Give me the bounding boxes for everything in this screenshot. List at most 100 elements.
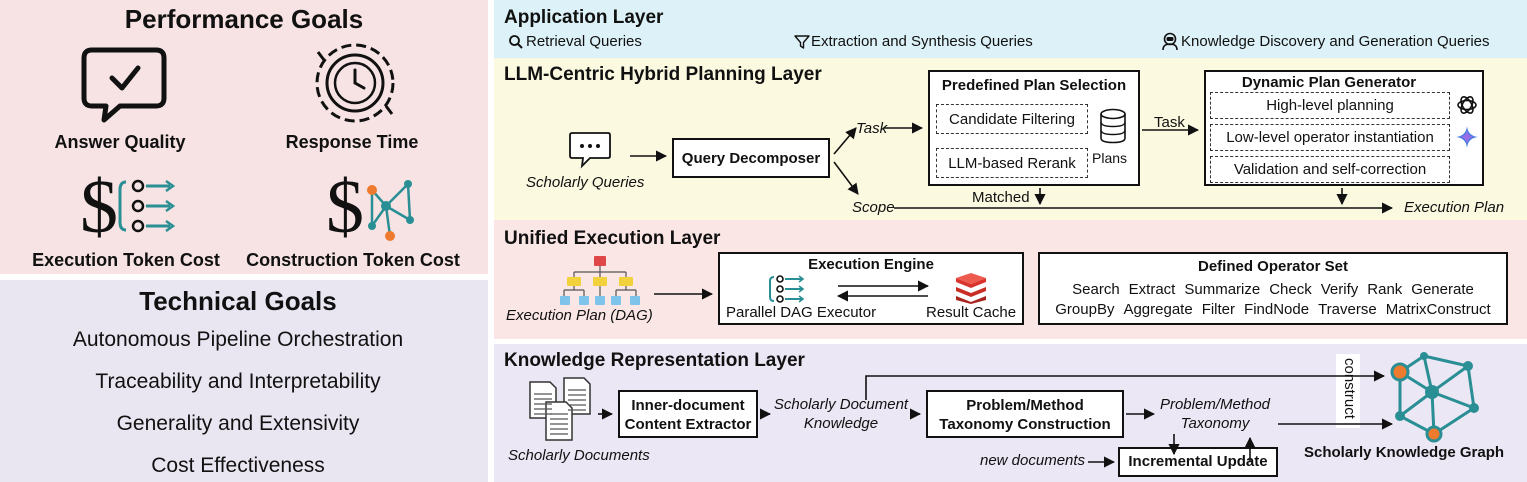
openai-logo-icon [1457,96,1477,114]
plans-label: Plans [1092,150,1128,166]
operator-item: Search [1072,281,1120,298]
technical-goals-title: Technical Goals [139,286,337,316]
operator-item: Aggregate [1123,301,1193,318]
predefined-plan-selection-box: Predefined Plan Selection Candidate Filt… [928,70,1140,186]
application-layer-panel: Application Layer Retrieval Queries Extr… [494,0,1527,58]
execution-connectors [654,288,714,300]
funnel-icon [794,35,810,49]
planning-layer-title: LLM-Centric Hybrid Planning Layer [504,64,822,85]
chat-bubble-icon [569,132,611,169]
knowledge-graph-icon [1390,352,1479,443]
extraction-synthesis-queries-label: Extraction and Synthesis Queries [811,33,1033,50]
result-cache-label: Result Cache [926,304,1017,321]
matched-label: Matched [972,189,1030,206]
taxonomy-text: Problem/Method Taxonomy [1150,395,1280,433]
content-extractor-line1: Inner-document [631,397,745,414]
operator-item: MatrixConstruct [1385,301,1491,318]
doc-knowledge-text: Scholarly Document Knowledge [766,395,916,433]
predefined-plan-title: Predefined Plan Selection [941,77,1127,94]
execution-engine-title: Execution Engine [808,256,934,273]
query-decomposer-box: Query Decomposer [672,138,830,178]
execution-layer-panel: Unified Execution Layer Execution Plan (… [494,220,1527,339]
llm-rerank-label: LLM-based Rerank [948,154,1076,172]
database-icon [1100,108,1126,144]
incremental-update-label: Incremental Update [1128,453,1268,470]
validation-label: Validation and self-correction [1233,161,1427,178]
taxonomy-construction-box: Problem/Method Taxonomy Construction [926,390,1124,438]
parallel-dag-executor-label: Parallel DAG Executor [726,304,877,321]
cache-stack-icon [956,273,986,304]
dynamic-plan-title: Dynamic Plan Generator [1241,74,1417,91]
llm-rerank-box: LLM-based Rerank [936,148,1088,178]
magnifier-icon [509,35,523,49]
documents-icon [529,377,591,441]
scholarly-queries-label: Scholarly Queries [526,174,645,191]
engine-arrows [836,280,930,302]
operator-item: Verify [1320,281,1359,298]
technical-goal-item: Cost Effectiveness [151,454,325,477]
technical-goal-item: Autonomous Pipeline Orchestration [72,328,404,351]
dynamic-plan-generator-box: Dynamic Plan Generator High-level planni… [1204,70,1484,186]
answer-quality-label: Answer Quality [54,132,186,152]
planning-connectors [630,122,1394,214]
query-decomposer-label: Query Decomposer [681,149,821,167]
taxonomy-construction-line2: Taxonomy Construction [939,416,1111,433]
task-label: Task [856,120,888,137]
construction-token-cost-label: Construction Token Cost [246,250,460,270]
knowledge-layer-title: Knowledge Representation Layer [504,350,805,371]
execution-token-cost-label: Execution Token Cost [32,250,220,270]
dollar-network-icon: $ [326,165,414,249]
candidate-filtering-label: Candidate Filtering [949,110,1075,128]
low-level-operator-box: Low-level operator instantiation [1210,124,1450,151]
operator-row-2: GroupBy Aggregate Filter FindNode Traver… [1040,301,1506,318]
knowledge-graph-label: Scholarly Knowledge Graph [1304,444,1505,461]
application-layer-title: Application Layer [504,7,664,28]
operator-row-1: Search Extract Summarize Check Verify Ra… [1040,281,1506,298]
operator-set-title: Defined Operator Set [1197,258,1349,275]
incremental-update-box: Incremental Update [1118,447,1278,477]
speech-check-icon [81,47,167,123]
knowledge-layer-panel: Knowledge Representation Layer Scholarly… [494,344,1527,482]
operator-item: Extract [1128,281,1176,298]
operator-item: Rank [1367,281,1403,298]
construct-label-box: construct [1336,354,1360,428]
technical-goal-item: Traceability and Interpretability [95,370,381,393]
doc-knowledge-line1: Scholarly Document [773,396,909,413]
response-time-label: Response Time [285,132,419,152]
dollar-flow-icon: $ [80,165,176,249]
knowledge-connectors [598,370,1394,468]
taxonomy-line1: Problem/Method [1159,396,1271,413]
gemini-star-icon [1456,126,1478,148]
operator-item: GroupBy [1055,301,1115,318]
operator-item: Generate [1411,281,1474,298]
operator-item: FindNode [1244,301,1310,318]
candidate-filtering-box: Candidate Filtering [936,104,1088,134]
parallel-flow-icon [769,275,805,303]
scholarly-documents-label: Scholarly Documents [508,447,650,464]
planning-layer-panel: LLM-Centric Hybrid Planning Layer Schola… [494,58,1527,220]
low-level-operator-label: Low-level operator instantiation [1226,129,1434,146]
dag-label: Execution Plan (DAG) [506,307,653,324]
technical-goal-item: Generality and Extensivity [116,412,360,435]
execution-plan-label: Execution Plan [1404,199,1505,216]
new-documents-label: new documents [980,452,1086,469]
knowledge-discovery-queries-label: Knowledge Discovery and Generation Queri… [1181,33,1490,50]
taxonomy-line2: Taxonomy [1180,415,1250,432]
retrieval-queries-label: Retrieval Queries [526,33,642,50]
astronaut-icon [1162,32,1178,51]
dag-tree-icon [560,256,640,305]
execution-layer-title: Unified Execution Layer [504,228,721,249]
technical-goals-panel: Technical Goals Autonomous Pipeline Orch… [0,280,488,482]
content-extractor-line2: Content Extractor [624,416,752,433]
operator-set-box: Defined Operator Set Search Extract Summ… [1038,252,1508,325]
taxonomy-construction-line1: Problem/Method [966,397,1084,414]
execution-engine-box: Execution Engine Parallel DAG Executor [718,252,1024,325]
operator-item: Check [1269,281,1312,298]
svg-text:$: $ [326,165,364,249]
operator-item: Summarize [1184,281,1261,298]
scope-label: Scope [852,199,895,216]
high-level-planning-box: High-level planning [1210,92,1450,119]
operator-item: Filter [1201,301,1236,318]
clock-gear-icon [315,43,395,123]
operator-item: Traverse [1318,301,1377,318]
